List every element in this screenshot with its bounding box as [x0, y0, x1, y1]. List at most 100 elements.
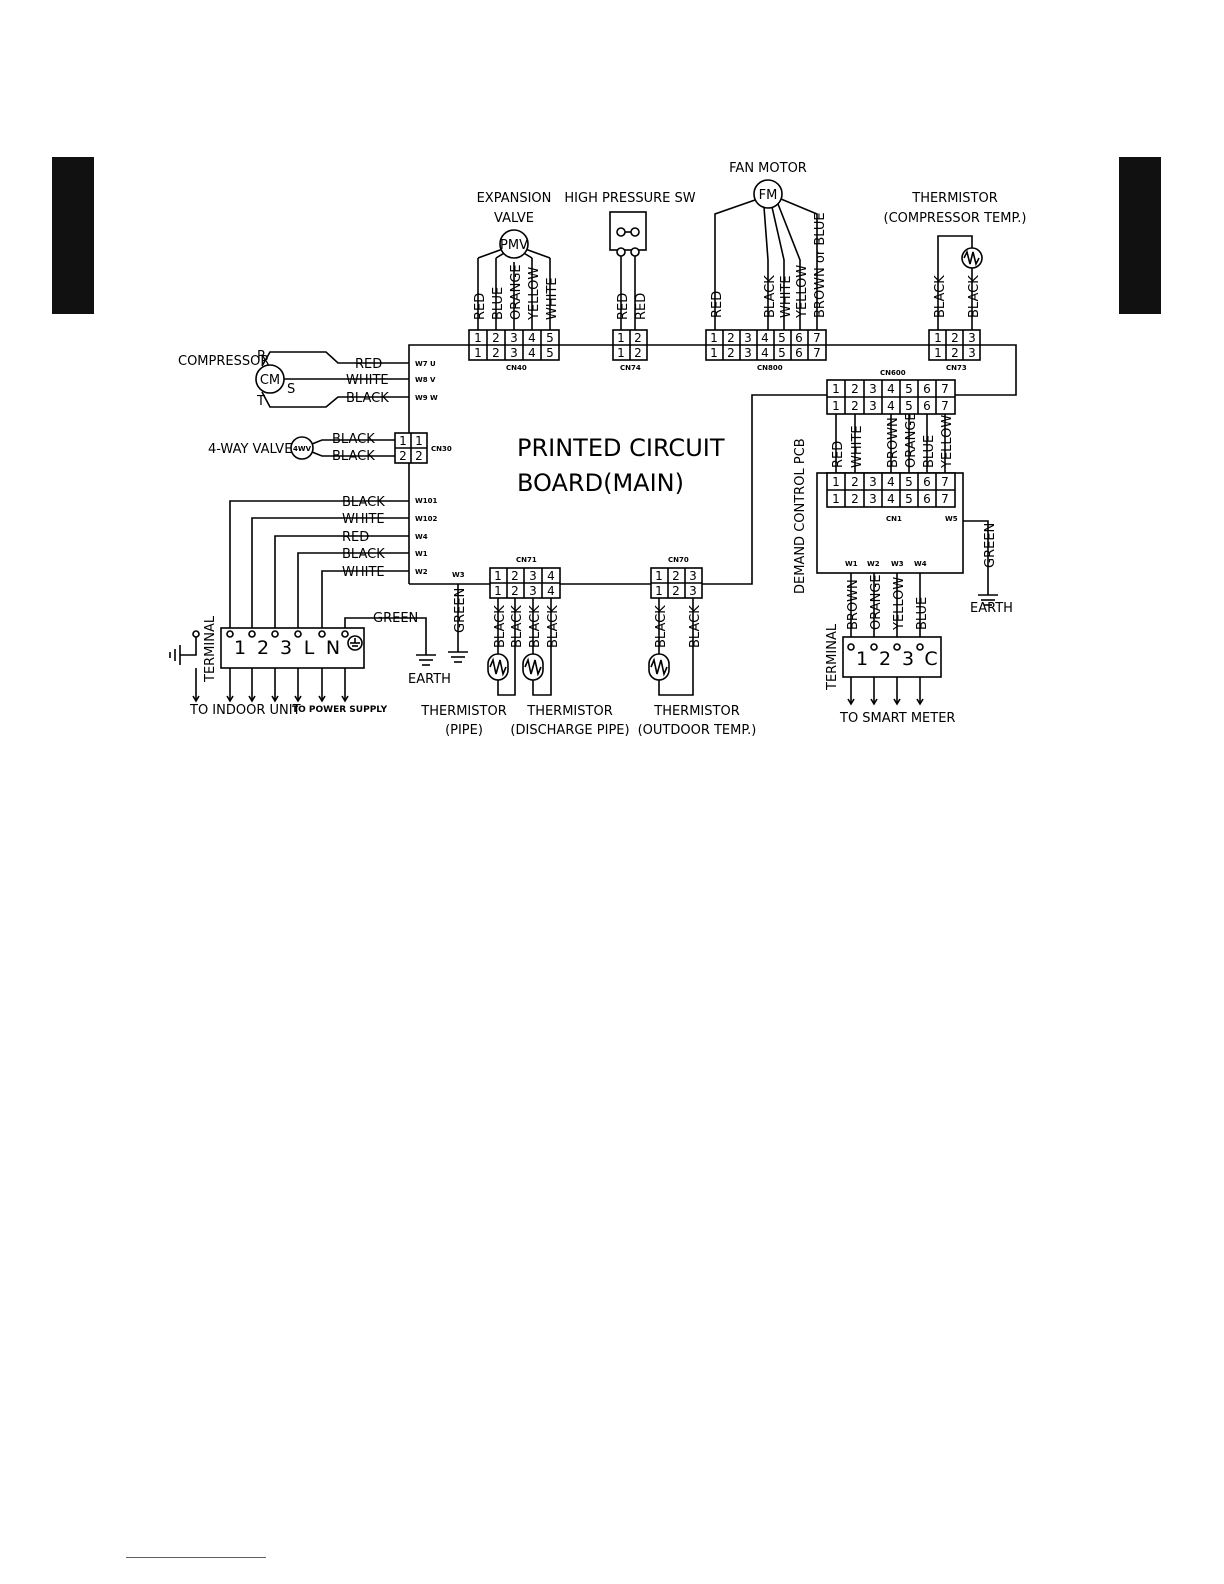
svg-text:1: 1: [934, 331, 942, 345]
cn70-wire-label-2: BLACK: [688, 605, 703, 648]
tag-w7: W7 U: [415, 360, 436, 368]
svg-text:2: 2: [492, 346, 500, 360]
cn600-wire-labels: RED WHITE BROWN ORANGE BLUE YELLOW: [831, 412, 955, 469]
terminal-green-wire: [344, 617, 427, 655]
svg-text:WHITE: WHITE: [545, 277, 560, 320]
comp-t: T: [256, 394, 265, 409]
terminal-left-pins: 1 2 3 L N: [226, 630, 349, 659]
demand-green-label: GREEN: [983, 523, 998, 568]
terminal-left-ground: [169, 630, 200, 665]
compressor-title: COMPRESSOR: [178, 354, 269, 369]
cm-text: CM: [260, 373, 280, 388]
svg-text:1: 1: [617, 346, 625, 360]
cn40-wire-labels: RED BLUE ORANGE YELLOW WHITE: [473, 264, 560, 321]
svg-text:1: 1: [655, 584, 663, 598]
svg-text:3: 3: [744, 346, 752, 360]
earth-symbol-w3: [448, 651, 468, 663]
svg-text:5: 5: [546, 331, 554, 345]
svg-text:1: 1: [934, 346, 942, 360]
svg-text:7: 7: [941, 382, 949, 396]
svg-text:1: 1: [832, 475, 840, 489]
high-pressure-switch: [609, 211, 647, 251]
svg-text:2: 2: [851, 382, 859, 396]
svg-text:1: 1: [474, 331, 482, 345]
terminal-right-pins: 1 2 3 C: [847, 643, 938, 670]
svg-text:7: 7: [813, 331, 821, 345]
svg-text:2: 2: [511, 569, 519, 583]
svg-text:3: 3: [689, 569, 697, 583]
svg-text:1: 1: [494, 584, 502, 598]
pmv-text: PMV: [500, 238, 528, 253]
comp-wire-white: WHITE: [346, 373, 389, 388]
thermistor-comp-symbol: [937, 235, 983, 330]
svg-text:5: 5: [905, 492, 913, 506]
svg-text:C: C: [924, 648, 937, 670]
thermistor-pipe-symbol: [487, 653, 509, 681]
to-indoor-unit: TO INDOOR UNIT: [189, 703, 301, 718]
cn70-wire-2: [658, 598, 694, 696]
high-pressure-sw-title: HIGH PRESSURE SW: [564, 191, 695, 206]
svg-text:WHITE: WHITE: [779, 275, 794, 318]
svg-text:7: 7: [941, 475, 949, 489]
svg-text:5: 5: [778, 331, 786, 345]
svg-text:BROWN: BROWN: [846, 579, 861, 630]
section-tab-left: [52, 157, 94, 314]
thermistor-outdoor-title-2: (OUTDOOR TEMP.): [638, 723, 757, 738]
cn600-cn1-wires: [835, 414, 946, 473]
svg-text:3: 3: [869, 475, 877, 489]
svg-text:2: 2: [879, 648, 891, 670]
svg-text:4: 4: [887, 475, 895, 489]
svg-text:6: 6: [923, 475, 931, 489]
svg-text:BLACK: BLACK: [763, 275, 778, 318]
demand-control-title: DEMAND CONTROL PCB: [793, 438, 808, 594]
svg-text:RED: RED: [473, 293, 488, 320]
demand-output-wires: [850, 573, 921, 646]
tag-w4: W4: [415, 533, 428, 541]
thermistor-discharge-title-1: THERMISTOR: [526, 704, 612, 719]
cn71-wires: [497, 598, 552, 696]
svg-text:2: 2: [415, 449, 423, 463]
cn800-wire-labels: RED BLACK WHITE YELLOW BROWN or BLUE: [710, 212, 828, 319]
svg-text:BROWN: BROWN: [886, 417, 901, 468]
four-wv-text: 4WV: [293, 445, 312, 453]
fan-motor-title: FAN MOTOR: [729, 161, 807, 176]
svg-text:BROWN or BLUE: BROWN or BLUE: [813, 212, 828, 318]
thermistor-discharge-title-2: (DISCHARGE PIPE): [510, 723, 629, 738]
svg-text:ORANGE: ORANGE: [904, 412, 919, 468]
cn70-label: CN70: [668, 556, 689, 564]
cn30-label: CN30: [431, 445, 452, 453]
tag-w3: W3: [452, 571, 465, 579]
svg-text:3: 3: [510, 346, 518, 360]
pcb-main-outline: [408, 344, 1017, 585]
terminal-block-right: [842, 636, 942, 678]
svg-text:BLACK: BLACK: [528, 605, 543, 648]
cn73-wire-1: BLACK: [933, 275, 948, 318]
svg-text:YELLOW: YELLOW: [527, 267, 542, 321]
cn600-label: CN600: [880, 369, 906, 377]
svg-text:1: 1: [710, 346, 718, 360]
svg-text:BLUE: BLUE: [491, 287, 506, 320]
svg-text:BLACK: BLACK: [546, 605, 561, 648]
svg-text:4: 4: [887, 399, 895, 413]
tag-w1: W1: [415, 550, 428, 558]
thermistor-discharge-symbol: [522, 653, 544, 681]
expansion-valve-title-2: VALVE: [494, 211, 534, 226]
svg-text:3: 3: [869, 399, 877, 413]
svg-text:4: 4: [528, 346, 536, 360]
svg-text:6: 6: [795, 346, 803, 360]
cn73-wire-2: BLACK: [967, 275, 982, 318]
svg-text:3: 3: [744, 331, 752, 345]
tag-w2: W2: [415, 568, 428, 576]
svg-text:2: 2: [727, 346, 735, 360]
svg-text:2: 2: [851, 475, 859, 489]
expansion-valve-title-1: EXPANSION: [477, 191, 552, 206]
tag-d-w4: W4: [914, 560, 927, 568]
svg-text:5: 5: [905, 399, 913, 413]
feed-wire-3: RED: [342, 530, 369, 545]
svg-text:1: 1: [399, 434, 407, 448]
